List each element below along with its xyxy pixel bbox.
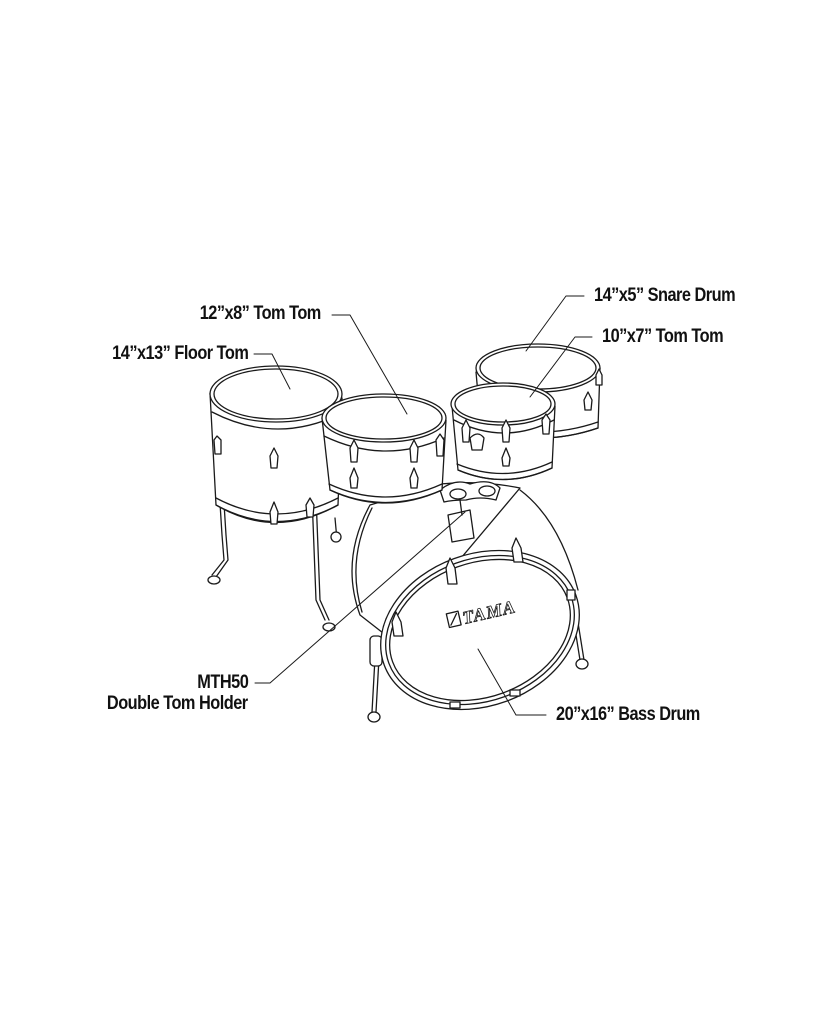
tom-12-drawing <box>321 393 447 504</box>
label-floor-tom: 14”x13” Floor Tom <box>111 343 249 364</box>
floor-tom-drawing <box>207 365 343 632</box>
label-bass-drum: 20”x16” Bass Drum <box>556 704 700 725</box>
bass-drum-drawing: TAMA <box>351 482 589 723</box>
leader-floor-tom <box>253 353 291 390</box>
leader-lines <box>253 295 593 716</box>
label-tom-holder-name: Double Tom Holder <box>107 693 248 714</box>
label-tom-holder-model: MTH50 <box>197 672 249 693</box>
label-tom-10: 10”x7” Tom Tom <box>602 326 724 347</box>
leader-tom-12 <box>331 314 408 415</box>
leader-tom-10 <box>529 336 593 398</box>
label-tom-12: 12”x8” Tom Tom <box>199 303 322 324</box>
tom-10-drawing <box>450 382 556 481</box>
leader-snare <box>525 295 585 352</box>
label-snare-drum: 14”x5” Snare Drum <box>594 285 736 306</box>
leader-tom-holder <box>254 511 466 684</box>
tom-holder-drawing <box>439 481 501 543</box>
leader-bass-drum <box>477 648 547 716</box>
